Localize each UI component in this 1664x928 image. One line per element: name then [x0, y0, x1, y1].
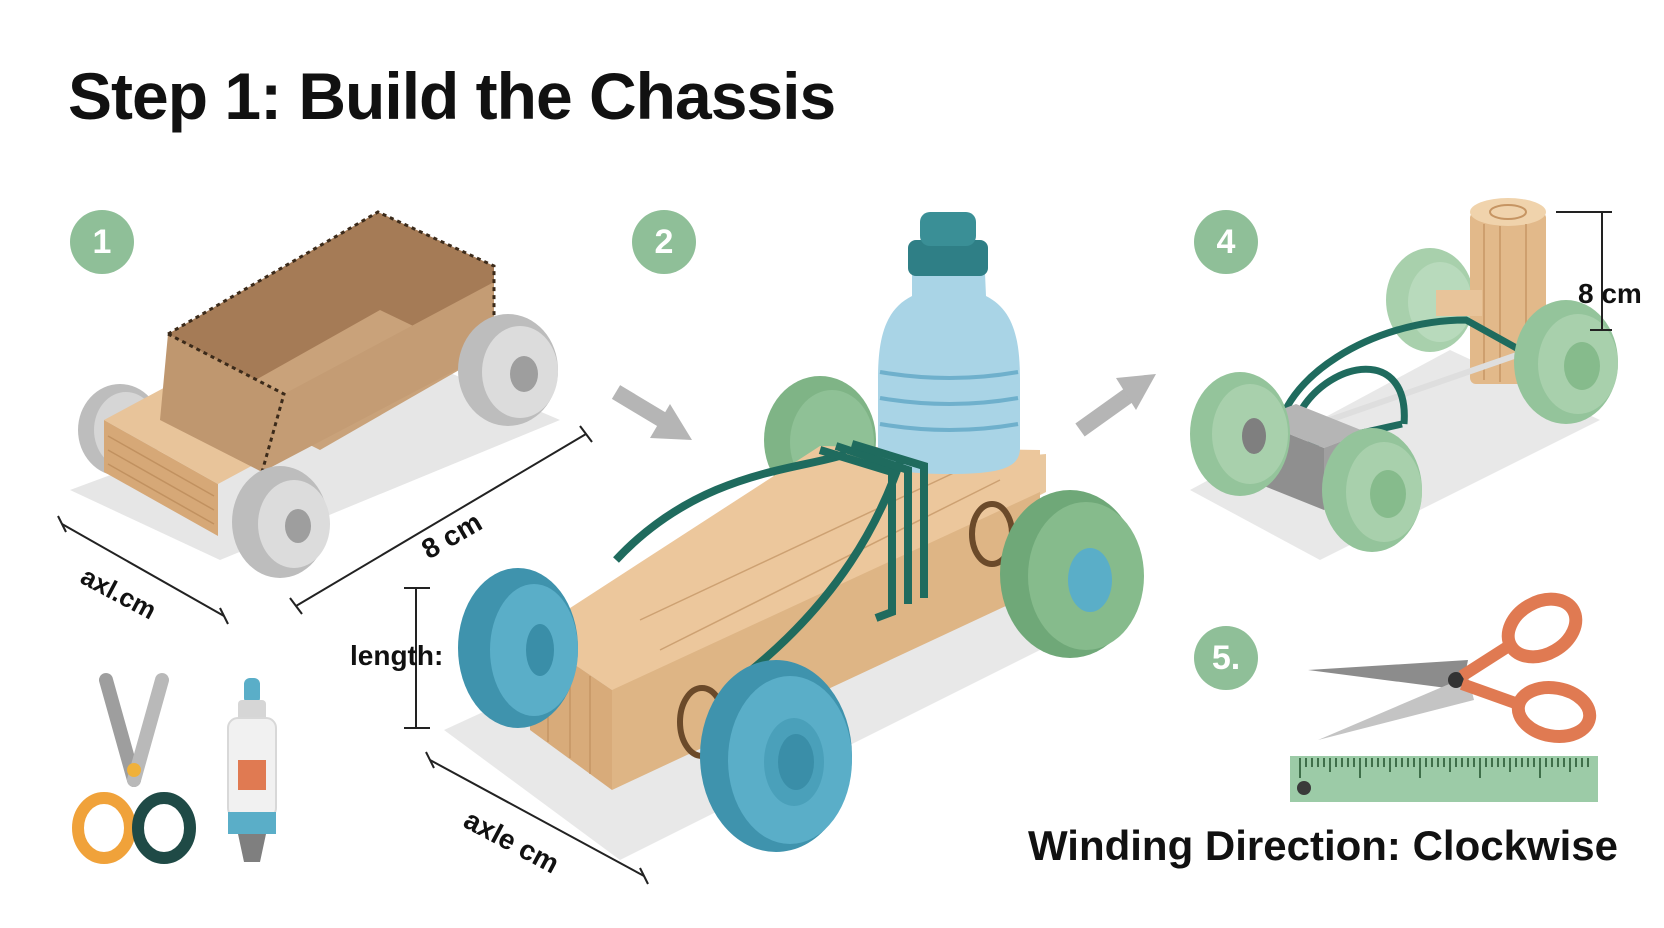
panel-5-tools [1290, 592, 1598, 802]
dimension-line-axle [425, 751, 649, 885]
panel-1-cardboard-car [57, 210, 593, 864]
wood-block-top-main [530, 446, 1040, 690]
step-badge-5: 5. [1194, 626, 1258, 690]
wheel-bottom [1322, 428, 1422, 552]
glue-bottle-icon [227, 678, 277, 862]
arrow-right-icon [611, 385, 692, 440]
dimension-line-axle [57, 515, 229, 625]
dimension-line-height [404, 587, 430, 729]
wood-base-side [104, 420, 218, 536]
box-front-wall [262, 282, 494, 472]
step-badge-1: 1 [70, 210, 134, 274]
panel-2-wooden-car [404, 212, 1144, 885]
box-side-wall [160, 334, 284, 472]
ruler-icon [1290, 756, 1598, 802]
arrow-up-right-icon [1075, 374, 1156, 437]
step-badge-4: 4 [1194, 210, 1258, 274]
wheel-front-right [458, 314, 558, 426]
wheel-front-blue [700, 660, 852, 852]
step-badge-2: 2 [632, 210, 696, 274]
box-cut-line [167, 210, 496, 336]
dimension-line-length [289, 425, 593, 615]
page-title: Step 1: Build the Chassis [68, 59, 836, 133]
dimension-line-height [1556, 211, 1612, 331]
box-cut-line-front [167, 332, 286, 473]
rubber-band [613, 440, 928, 680]
wheel-front-green [1000, 490, 1144, 658]
dimension-label-height: length: [350, 640, 444, 671]
scissors-icon [1308, 592, 1597, 743]
wheel-left [1190, 372, 1290, 496]
winding-direction-note: Winding Direction: Clockwise [1028, 822, 1619, 869]
wheel-back-blue [458, 568, 578, 728]
scissors-icon [72, 673, 196, 864]
wheel-front-left [232, 466, 330, 578]
dimension-label-height-2: 8 cm [1578, 278, 1642, 309]
panel-4-wound-car [1190, 198, 1618, 560]
bottle-icon [878, 212, 1020, 474]
